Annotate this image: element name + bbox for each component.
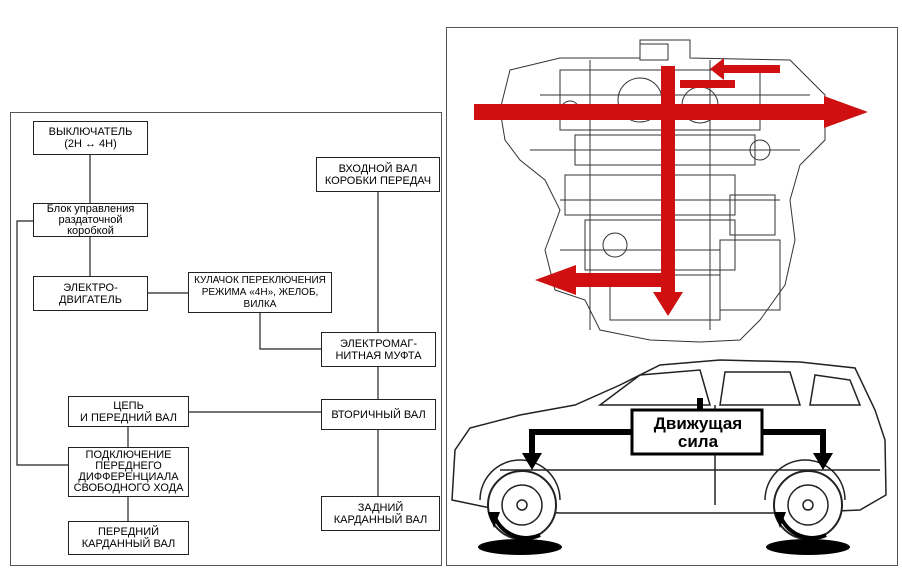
control-unit-box: Блок управления раздаточной коробкой [33,203,148,237]
illustration-frame [446,27,898,566]
input-shaft-box: ВХОДНОЙ ВАЛ КОРОБКИ ПЕРЕДАЧ [316,157,440,192]
em-clutch-box: ЭЛЕКТРОМАГ- НИТНАЯ МУФТА [321,332,436,367]
chain-front-box: ЦЕПЬ И ПЕРЕДНИЙ ВАЛ [68,396,189,427]
front-prop-box: ПЕРЕДНИЙ КАРДАННЫЙ ВАЛ [68,521,189,555]
rear-prop-box: ЗАДНИЙ КАРДАННЫЙ ВАЛ [321,496,440,531]
output-shaft-box: ВТОРИЧНЫЙ ВАЛ [321,399,436,430]
motor-box: ЭЛЕКТРО- ДВИГАТЕЛЬ [33,276,148,311]
flowchart-frame [10,112,442,566]
switch-box: ВЫКЛЮЧАТЕЛЬ (2H ↔ 4H) [33,121,148,155]
front-diff-box: ПОДКЛЮЧЕНИЕ ПЕРЕДНЕГО ДИФФЕРЕНЦИАЛА СВОБ… [68,447,189,497]
driving-force-label: Движущая сила [653,414,743,451]
cam-box: КУЛАЧОК ПЕРЕКЛЮЧЕНИЯ РЕЖИМА «4Н», ЖЕЛОБ,… [188,272,332,313]
